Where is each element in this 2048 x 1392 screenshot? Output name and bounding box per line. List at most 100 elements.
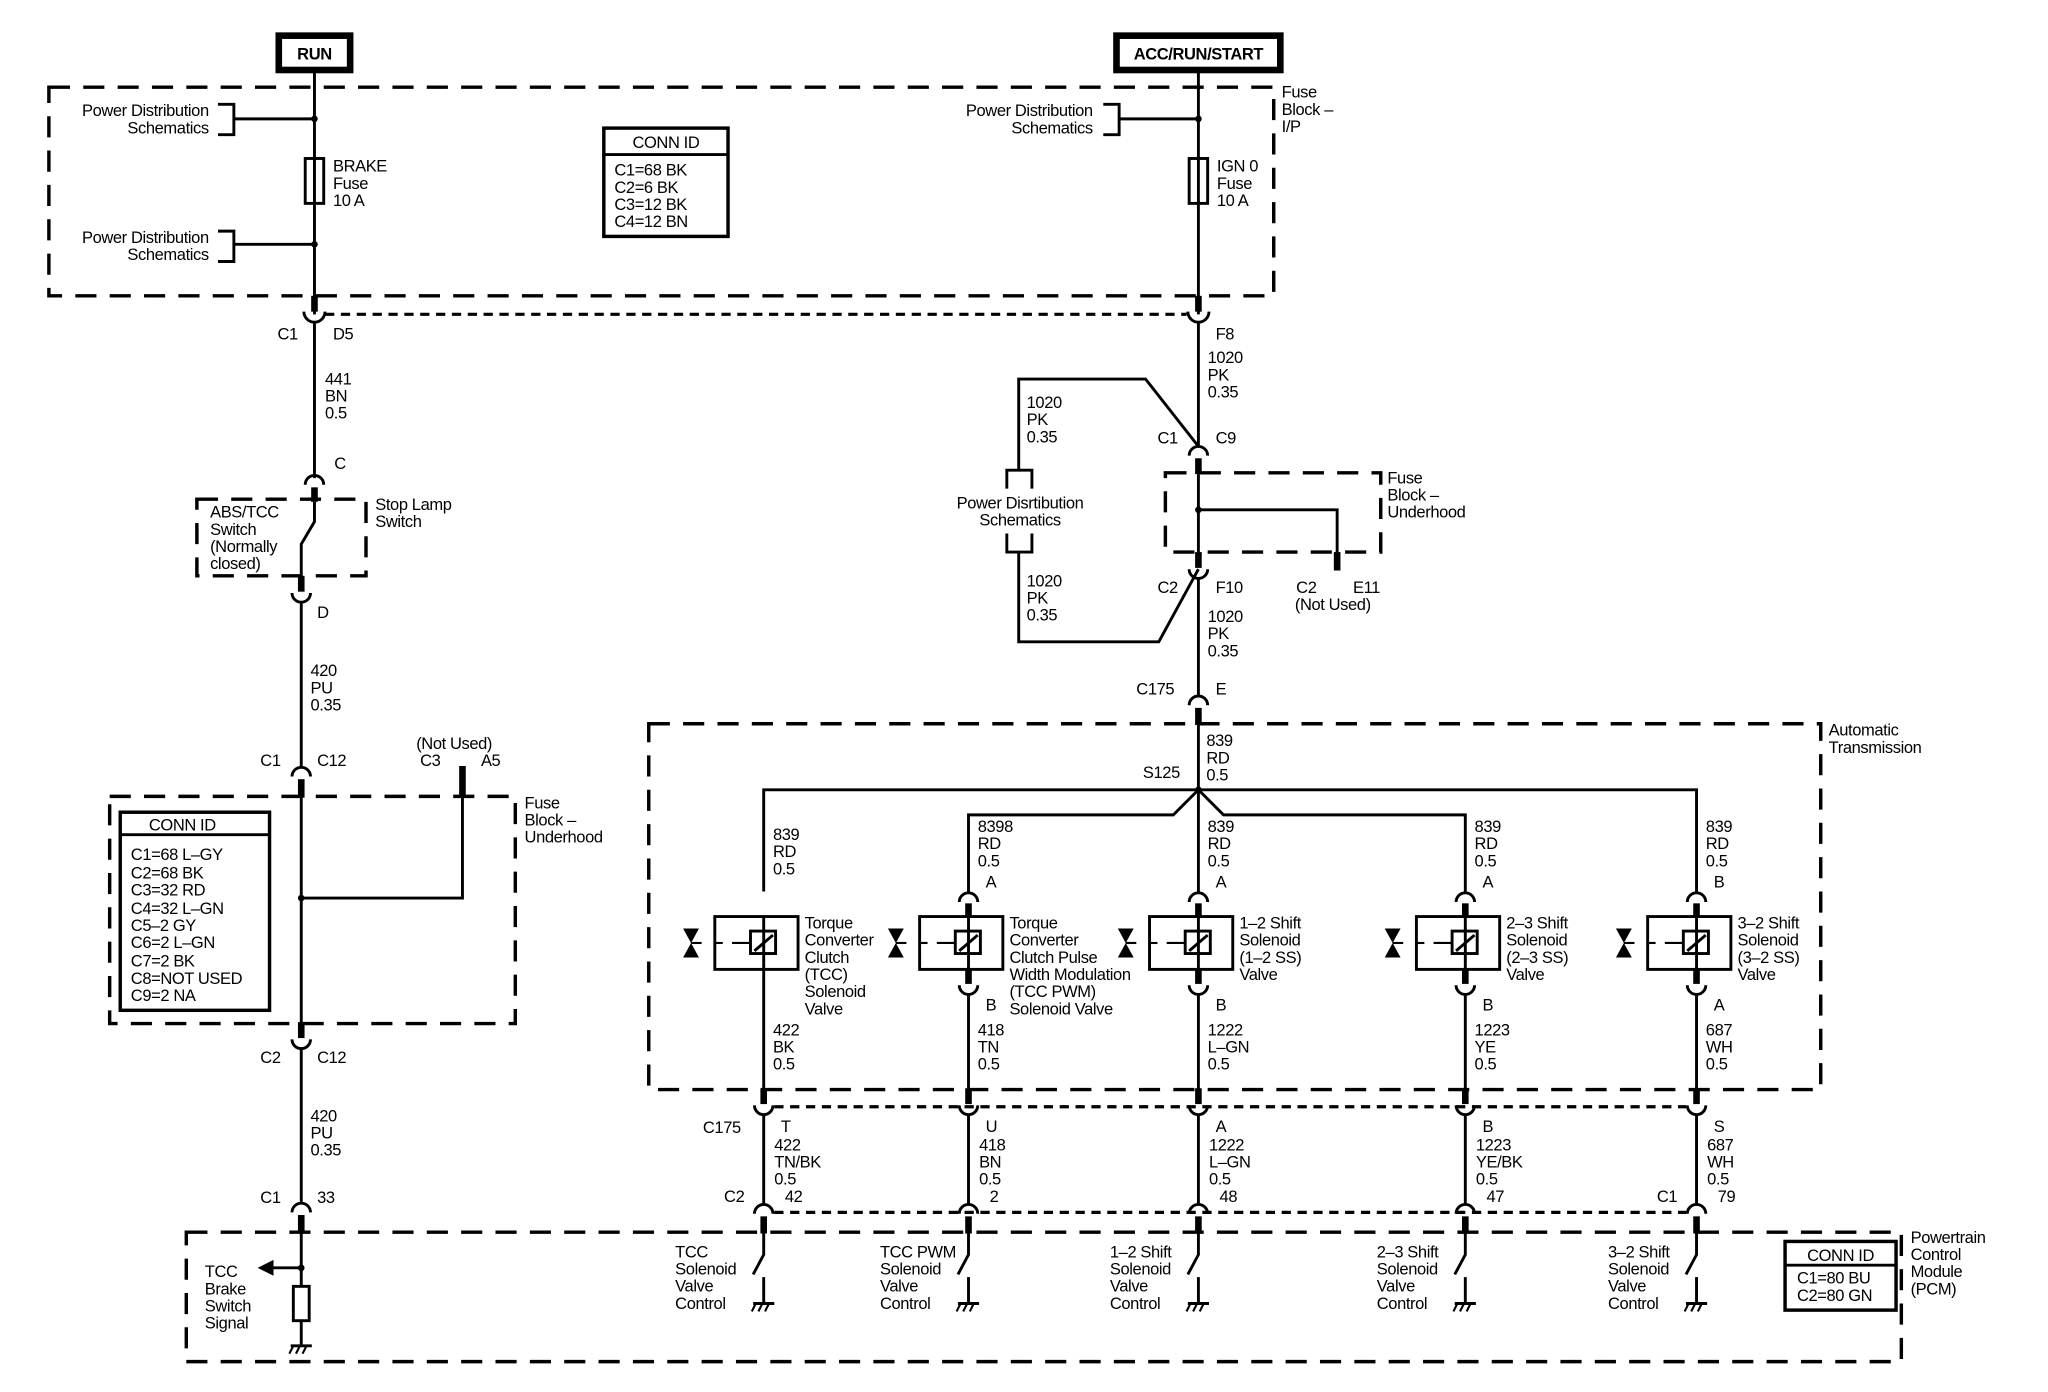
connector-arc [1454, 1105, 1477, 1117]
solenoid-name: (1–2 SS) [1239, 949, 1301, 967]
pds-left-bottom[interactable]: Power Distribution Schematics [82, 229, 318, 264]
ground-icon [962, 1303, 969, 1312]
conn-id-row: C1=80 BU [1797, 1270, 1870, 1288]
solenoid-body [918, 915, 1005, 971]
conn-id-row: C1=68 L–GY [131, 846, 223, 864]
driver-label: Solenoid [1110, 1260, 1171, 1278]
not-used-note: (Not Used) [1295, 596, 1371, 614]
driver-label: Valve [880, 1278, 918, 1296]
wire-label: YE/BK [1476, 1153, 1523, 1171]
solenoid-name: Solenoid Valve [1009, 1000, 1113, 1018]
valve-icon [887, 942, 904, 958]
not-used-note: (Not Used) [416, 735, 492, 753]
component-label: Switch [375, 513, 421, 531]
conn-name: C1 [1657, 1188, 1678, 1206]
solenoid-body [713, 915, 800, 971]
pin-label: A [1216, 1118, 1227, 1136]
wire-label: 0.5 [978, 852, 1000, 870]
connector-arc [1685, 1203, 1708, 1214]
driver-label: Solenoid [880, 1260, 941, 1278]
pin-label: U [986, 1118, 998, 1136]
fuse-block-ip: Fuse Block – I/P Power Distribution Sche… [47, 69, 1335, 315]
conn-id-row: C9=2 NA [131, 987, 196, 1005]
wire-label: 8398 [978, 818, 1013, 836]
conn-pin: F10 [1216, 579, 1243, 597]
block-label: (PCM) [1911, 1280, 1957, 1298]
wire-color: PU [311, 1124, 333, 1142]
wire-gauge: 0.35 [1208, 384, 1239, 402]
wire-label: RD [978, 835, 1002, 853]
connector-arc [1454, 985, 1477, 996]
conn-name: C3 [420, 752, 441, 770]
wire-label: 0.5 [1707, 1171, 1729, 1189]
connector-arc [1454, 1203, 1477, 1214]
wire-gauge: 0.35 [1208, 642, 1239, 660]
conn-id-row: C4=12 BN [614, 213, 687, 231]
pds-text: Power Distribution [82, 229, 209, 247]
run-label: RUN [297, 45, 332, 63]
wire-number: 1020 [1208, 349, 1243, 367]
resistor-icon [291, 1284, 311, 1323]
conn-name: C2 [724, 1188, 745, 1206]
wire-label: WH [1706, 1039, 1733, 1057]
pds-left-top[interactable]: Power Distribution Schematics [82, 102, 318, 137]
wire-label: 839 [773, 826, 800, 844]
signal-label: Switch [205, 1297, 251, 1315]
wire-label: 0.5 [1475, 1056, 1497, 1074]
wire-label: 0.5 [774, 1171, 796, 1189]
switch-label: Switch [210, 521, 256, 539]
pin-label: A [1482, 874, 1493, 892]
acc-run-start-power-source: ACC/RUN/START [1113, 32, 1284, 74]
wire-420-label-b: 420 PU 0.35 [311, 1107, 342, 1159]
label-line: Fuse [1282, 84, 1317, 102]
driver-label: Control [675, 1295, 725, 1313]
pds-loop[interactable]: Power Disrtibution Schematics [957, 494, 1084, 529]
conn-id-table-underhood: CONN ID C1=68 L–GY C2=68 BK C3=32 RD C4=… [118, 810, 272, 1013]
solenoid-name: Solenoid [1506, 932, 1567, 950]
block-label: Block – [525, 811, 578, 829]
solenoid-name: (2–3 SS) [1506, 949, 1568, 967]
wire-color: RD [1206, 749, 1230, 767]
pds-text: Power Distribution [966, 102, 1093, 120]
fuse-block-ip-label: Fuse Block – I/P [1282, 84, 1335, 136]
connector-arc [957, 1105, 980, 1117]
conn-id-row: C2=68 BK [131, 864, 204, 882]
wire-number: 1020 [1027, 394, 1062, 412]
ground-icon [968, 1303, 975, 1312]
pin-label: 79 [1718, 1188, 1736, 1206]
wire-1020-loop-bottom-label: 1020 PK 0.35 [1027, 572, 1063, 624]
coil-diagonal [1686, 933, 1707, 952]
conn-name: C1 [277, 325, 298, 343]
ign0-fuse: IGN 0 Fuse 10 A [1187, 157, 1259, 210]
ground-icon [1185, 1303, 1192, 1312]
ground-icon [1683, 1303, 1690, 1312]
block-label: Underhood [525, 829, 603, 847]
conn-pin: C9 [1216, 430, 1237, 448]
conn-id-table-ip: CONN ID C1=68 BK C2=6 BK C3=12 BK C4=12 … [602, 126, 730, 239]
coil-diagonal [1188, 933, 1209, 952]
brake-circuit: 441 BN 0.5 C ABS/TCC Switch (Normally cl… [107, 322, 603, 1234]
driver-label: 3–2 Shift [1608, 1243, 1670, 1261]
driver-label: 1–2 Shift [1110, 1243, 1172, 1261]
ground-icon [757, 1303, 764, 1312]
pds-text: Schematics [127, 246, 208, 264]
wire-label: 0.5 [1209, 1171, 1231, 1189]
ignition-feed-circuit: 1020 PK 0.35 1020 PK 0.35 Power Disrtibu… [957, 322, 1466, 726]
c175-label: C175 [703, 1119, 741, 1137]
conn-pin: A5 [481, 752, 501, 770]
fuse-name: IGN 0 [1217, 158, 1258, 176]
pds-text: Schematics [1011, 119, 1092, 137]
solenoid-name: (TCC PWM) [1009, 983, 1095, 1001]
conn-name: C1 [260, 1189, 281, 1207]
valve-icon [1384, 928, 1401, 943]
connector-arc [1187, 891, 1210, 903]
wire-1020-f10-label: 1020 PK 0.35 [1208, 608, 1244, 660]
pds-right[interactable]: Power Distribution Schematics [966, 102, 1202, 137]
wire-number: 1020 [1027, 572, 1062, 590]
wire-label: 1223 [1475, 1021, 1510, 1039]
connector-c1-d5: C1 D5 [277, 295, 354, 343]
wire-label: WH [1707, 1153, 1734, 1171]
